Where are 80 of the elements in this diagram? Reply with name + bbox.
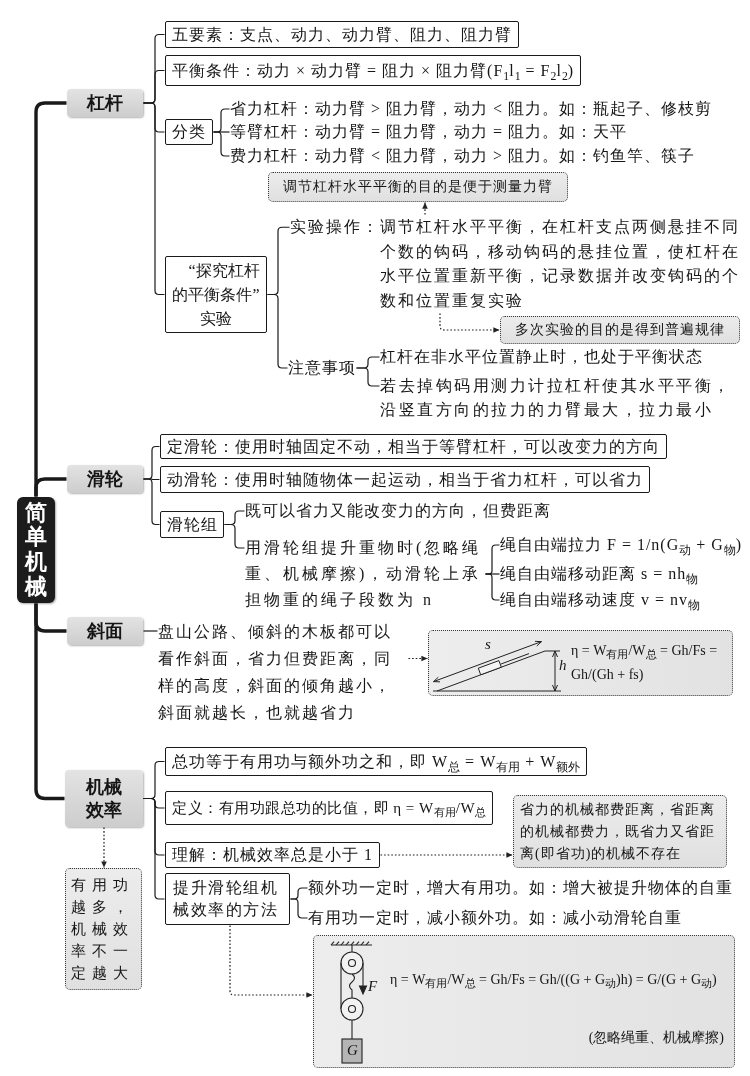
formula-panel <box>428 630 733 696</box>
topic-label: 杠杆 <box>87 91 123 115</box>
note-box <box>513 795 727 868</box>
concept-text: 费力杠杆：动力臂 < 阻力臂，动力 > 阻力。如：钓鱼竿、筷子 <box>230 146 696 166</box>
note-box <box>500 316 740 344</box>
concept-text: 滑轮组 <box>167 514 218 535</box>
connector-line <box>266 293 289 369</box>
concept-text: 绳自由端拉力 F = 1/n(G$_{动}$ + G$_{物}$) <box>500 535 743 555</box>
concept-box <box>165 747 588 776</box>
note-text: 调节杠杆水平平衡的目的是便于测量力臂 <box>283 178 553 196</box>
concept-text: 五要素：支点、动力、动力臂、阻力、阻力臂 <box>172 24 512 45</box>
concept-text: 既可以省力又能改变力的方向，但费距离 <box>245 501 551 521</box>
connector-line <box>142 797 166 900</box>
concept-text: 总功等于有用功与额外功之和，即 W$_{总}$ = W$_{有用}$ + W$_{额外}$ <box>172 751 581 772</box>
concept-text: 杠杆在非水平位置静止时，也处于平衡状态 <box>380 347 703 367</box>
concept-text: 注意事项 <box>288 358 356 378</box>
concept-text: 省力杠杆：动力臂 > 阻力臂，动力 < 阻力。如：瓶起子、修枝剪 <box>230 99 713 119</box>
note-text: 省力的机械都费距离，省距离的机械都费力，既省力又省距离(即省功)的机械不存在 <box>520 800 716 863</box>
concept-box <box>160 466 650 493</box>
concept-box <box>165 119 213 145</box>
connector-line <box>355 367 381 387</box>
note-box <box>65 868 142 990</box>
formula-panel <box>313 935 735 1068</box>
dotted-arrow <box>407 655 429 662</box>
connector-line <box>223 523 246 549</box>
concept-box <box>165 873 290 925</box>
concept-text: 用滑轮组提升重物时(忽略绳重、机械摩擦)，动滑轮上承担物重的绳子段数为 n <box>245 535 485 613</box>
topic-label: 斜面 <box>87 619 123 643</box>
central-topic-box <box>17 497 55 603</box>
variable-label: G <box>347 1042 358 1058</box>
concept-box <box>165 21 519 48</box>
concept-text: 盘山公路、倾斜的木板都可以看作斜面，省力但费距离，同样的高度，斜面的倾角越小，斜面就越长，也就越省力 <box>158 618 408 726</box>
concept-box <box>165 256 267 333</box>
concept-box <box>160 434 667 459</box>
formula-text: η = W$_{有用}$/W$_{总}$ = Gh/Fs = Gh/((G + G$_{动}$)h) = G/(G + G$_{动}$) <box>390 971 718 992</box>
note-text: 有用功越多，机械效率不一定越大 <box>71 876 135 983</box>
concept-text: 绳自由端移动速度 v = nv$_{物}$ <box>500 590 701 610</box>
variable-label: h <box>559 657 567 673</box>
connector-line <box>142 478 161 526</box>
connector-line <box>142 630 159 632</box>
variable-label: s <box>485 636 491 652</box>
dotted-arrow <box>379 852 514 858</box>
concept-text: “探究杠杆的平衡条件”实验 <box>171 260 261 329</box>
topic-box <box>65 770 143 827</box>
concept-text: 有用功一定时，减小额外功。如：减小动滑轮自重 <box>308 908 682 928</box>
note-text: 多次实验的目的是得到普遍规律 <box>515 321 725 339</box>
topic-box <box>67 89 143 117</box>
concept-text: 定义：有用功跟总功的比值，即 η = W$_{有用}$/W$_{总}$ <box>172 799 487 818</box>
concept-text: 等臂杠杆：动力臂 = 阻力臂，动力 = 阻力。如：天平 <box>230 122 628 142</box>
concept-text: 实验操作：调节杠杆水平平衡，在杠杆支点两侧悬挂不同个数的钩码，移动钩码的悬挂位置，使杠杆在水平位置重新平衡，记录数据并改变钩码的个数和位置重复实验 <box>290 215 745 313</box>
note-text: (忽略绳重、机械摩擦) <box>587 1029 724 1047</box>
variable-label: F <box>368 978 378 994</box>
dotted-arrow <box>229 924 314 998</box>
topic-label: 机械效率 <box>84 776 123 821</box>
formula-text: η = W$_{有用}$/W$_{总}$ = Gh/Fs = Gh/(Gh + fs) <box>571 642 719 684</box>
concept-text: 额外功一定时，增大有用功。如：增大被提升物体的自重 <box>308 878 733 898</box>
topic-label: 简单机械 <box>25 500 47 600</box>
concept-text: 提升滑轮组机械效率的方法 <box>173 878 279 920</box>
concept-text: 动滑轮：使用时轴随物体一起运动，相当于省力杠杆，可以省力 <box>167 469 643 490</box>
concept-text: 理解：机械效率总是小于 1 <box>172 845 373 865</box>
connector-line <box>142 102 166 296</box>
concept-box <box>160 511 224 538</box>
topic-box <box>67 465 143 493</box>
topic-label: 滑轮 <box>87 467 123 491</box>
dotted-arrow <box>101 826 107 869</box>
concept-text: 平衡条件：动力 × 动力臂 = 阻力 × 阻力臂(F$_{1}$l$_{1}$ = F$_{2}$l$_{2}$) <box>172 60 575 81</box>
concept-box <box>165 55 582 86</box>
concept-text: 若去掉钩码用测力计拉杠杆使其水平平衡，沿竖直方向的拉力的力臂最大，拉力最小 <box>380 374 745 422</box>
concept-box <box>165 791 494 825</box>
connector-line <box>34 477 67 497</box>
topic-box <box>67 617 143 645</box>
connector-line <box>289 898 309 919</box>
concept-text: 分类 <box>172 122 206 142</box>
concept-text: 绳自由端移动距离 s = nh$_{物}$ <box>500 564 699 584</box>
concept-text: 定滑轮：使用时轴固定不动，相当于等臂杠杆，可以改变力的方向 <box>167 436 660 457</box>
connector-line <box>34 603 65 801</box>
dotted-arrow <box>422 201 428 216</box>
concept-box <box>165 842 380 868</box>
dotted-arrow <box>439 312 501 333</box>
note-box <box>268 172 568 202</box>
